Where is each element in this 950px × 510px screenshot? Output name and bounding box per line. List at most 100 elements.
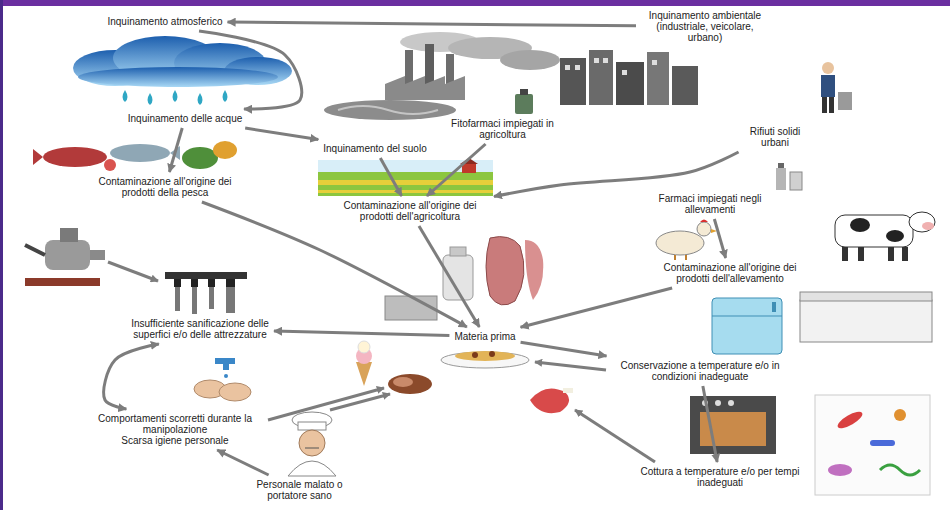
node-text: Rifiuti solidi urbani bbox=[735, 126, 815, 148]
person-with-waste bbox=[829, 97, 834, 113]
person-with-waste bbox=[821, 75, 835, 97]
contamination-source: Rifiuti solidi urbani bbox=[735, 126, 815, 148]
contamination-source: Conservazione a temperature e/o in condi… bbox=[610, 360, 790, 382]
meat-grinder bbox=[25, 228, 105, 286]
chicken bbox=[685, 255, 687, 260]
node-text: Scarsa igiene personale bbox=[120, 435, 229, 446]
food-plate bbox=[455, 351, 515, 361]
microbes-card bbox=[815, 395, 930, 495]
polluted-water bbox=[338, 106, 438, 114]
knife-rack bbox=[226, 279, 235, 313]
cow bbox=[922, 222, 934, 230]
rain-drops bbox=[198, 93, 203, 105]
flow-arrow bbox=[228, 22, 636, 26]
meat-grinder bbox=[25, 278, 100, 286]
polluted-water bbox=[324, 100, 456, 120]
flow-arrow bbox=[419, 226, 479, 327]
knife-rack bbox=[208, 279, 215, 287]
chef bbox=[299, 430, 325, 456]
chicken bbox=[656, 231, 704, 255]
node-text: Insufficiente sanificazione delle superf… bbox=[130, 318, 270, 340]
city-buildings bbox=[575, 65, 580, 70]
knife-rack bbox=[175, 279, 180, 311]
flow-arrow bbox=[108, 262, 158, 281]
drug-bottles bbox=[790, 172, 802, 190]
freezer bbox=[800, 292, 932, 342]
ham bbox=[563, 388, 573, 393]
flow-arrow bbox=[521, 342, 607, 356]
person-with-waste bbox=[821, 62, 852, 113]
fridge bbox=[712, 298, 782, 354]
node-text: Personale malato o portatore sano bbox=[252, 479, 347, 501]
person-with-waste bbox=[822, 62, 834, 74]
cow bbox=[858, 247, 864, 261]
node-text: Inquinamento delle acque bbox=[127, 113, 244, 124]
raw-materials bbox=[450, 247, 466, 256]
contamination-source: Cottura a temperature e/o per tempi inad… bbox=[635, 466, 805, 488]
contamination-source: Inquinamento ambientale (industriale, ve… bbox=[640, 10, 770, 43]
microbes-card bbox=[870, 440, 895, 446]
city-buildings bbox=[565, 65, 570, 70]
raw-materials bbox=[385, 237, 543, 320]
node-text: Inquinamento atmosferico bbox=[106, 16, 223, 27]
person-with-waste bbox=[838, 92, 852, 110]
rain-cloud bbox=[78, 67, 278, 87]
rain-drops bbox=[173, 90, 178, 102]
city-buildings bbox=[560, 58, 586, 105]
food-plate bbox=[472, 352, 478, 358]
rain-drops bbox=[123, 90, 228, 105]
meat-grinder bbox=[25, 245, 45, 255]
contamination-source: Inquinamento atmosferico bbox=[90, 16, 240, 27]
flow-arrow bbox=[169, 128, 182, 172]
meat-grinder bbox=[60, 228, 78, 242]
cow bbox=[888, 247, 894, 261]
knife-rack bbox=[226, 279, 235, 287]
ham bbox=[530, 388, 573, 413]
farm-field bbox=[462, 164, 476, 173]
city-buildings bbox=[652, 60, 657, 65]
city-buildings bbox=[672, 66, 698, 105]
fish-produce bbox=[33, 141, 237, 171]
fridge bbox=[712, 316, 782, 317]
microbes-card bbox=[815, 395, 930, 495]
ice-cream bbox=[356, 341, 372, 386]
node-text: Contaminazione all'origine dei prodotti … bbox=[330, 200, 490, 222]
fish-produce bbox=[43, 147, 107, 167]
flow-arrow bbox=[274, 331, 449, 336]
rain-drops bbox=[223, 90, 228, 102]
node-text: Contaminazione all'origine dei prodotti … bbox=[645, 262, 815, 284]
microbes-card bbox=[828, 464, 852, 476]
stove bbox=[690, 396, 776, 454]
ice-cream bbox=[358, 341, 370, 353]
chef bbox=[298, 422, 326, 430]
washing-hands bbox=[219, 383, 251, 401]
knife-rack bbox=[192, 279, 197, 314]
city-buildings bbox=[622, 70, 627, 75]
ice-cream bbox=[356, 362, 372, 386]
farm-field bbox=[318, 172, 493, 196]
node-text: Inquinamento ambientale (industriale, ve… bbox=[640, 10, 770, 43]
contamination-source: Contaminazione all'origine dei prodotti … bbox=[85, 176, 245, 198]
flow-arrow bbox=[703, 386, 717, 462]
node-text: Conservazione a temperature e/o in condi… bbox=[610, 360, 790, 382]
rain-drops bbox=[148, 93, 153, 105]
chicken bbox=[700, 220, 708, 223]
factory bbox=[385, 76, 465, 100]
fish-produce bbox=[104, 159, 116, 171]
contamination-source: Farmaci impiegati negli allevamenti bbox=[655, 193, 765, 215]
city-buildings bbox=[647, 52, 669, 105]
freezer bbox=[800, 300, 932, 342]
flow-arrow bbox=[494, 152, 739, 196]
fish-produce bbox=[182, 147, 218, 169]
food-plate bbox=[489, 351, 495, 357]
node-text: Inquinamento del suolo bbox=[322, 143, 427, 154]
node-text: Fitofarmaci impiegati in agricoltura bbox=[450, 118, 555, 140]
fish-produce bbox=[110, 144, 170, 162]
chicken bbox=[697, 222, 711, 236]
flow-arrow bbox=[104, 344, 159, 409]
cow bbox=[850, 218, 870, 232]
fish-produce bbox=[33, 149, 43, 165]
flow-arrow bbox=[575, 410, 655, 462]
contamination-source: Inquinamento del suolo bbox=[315, 143, 435, 154]
